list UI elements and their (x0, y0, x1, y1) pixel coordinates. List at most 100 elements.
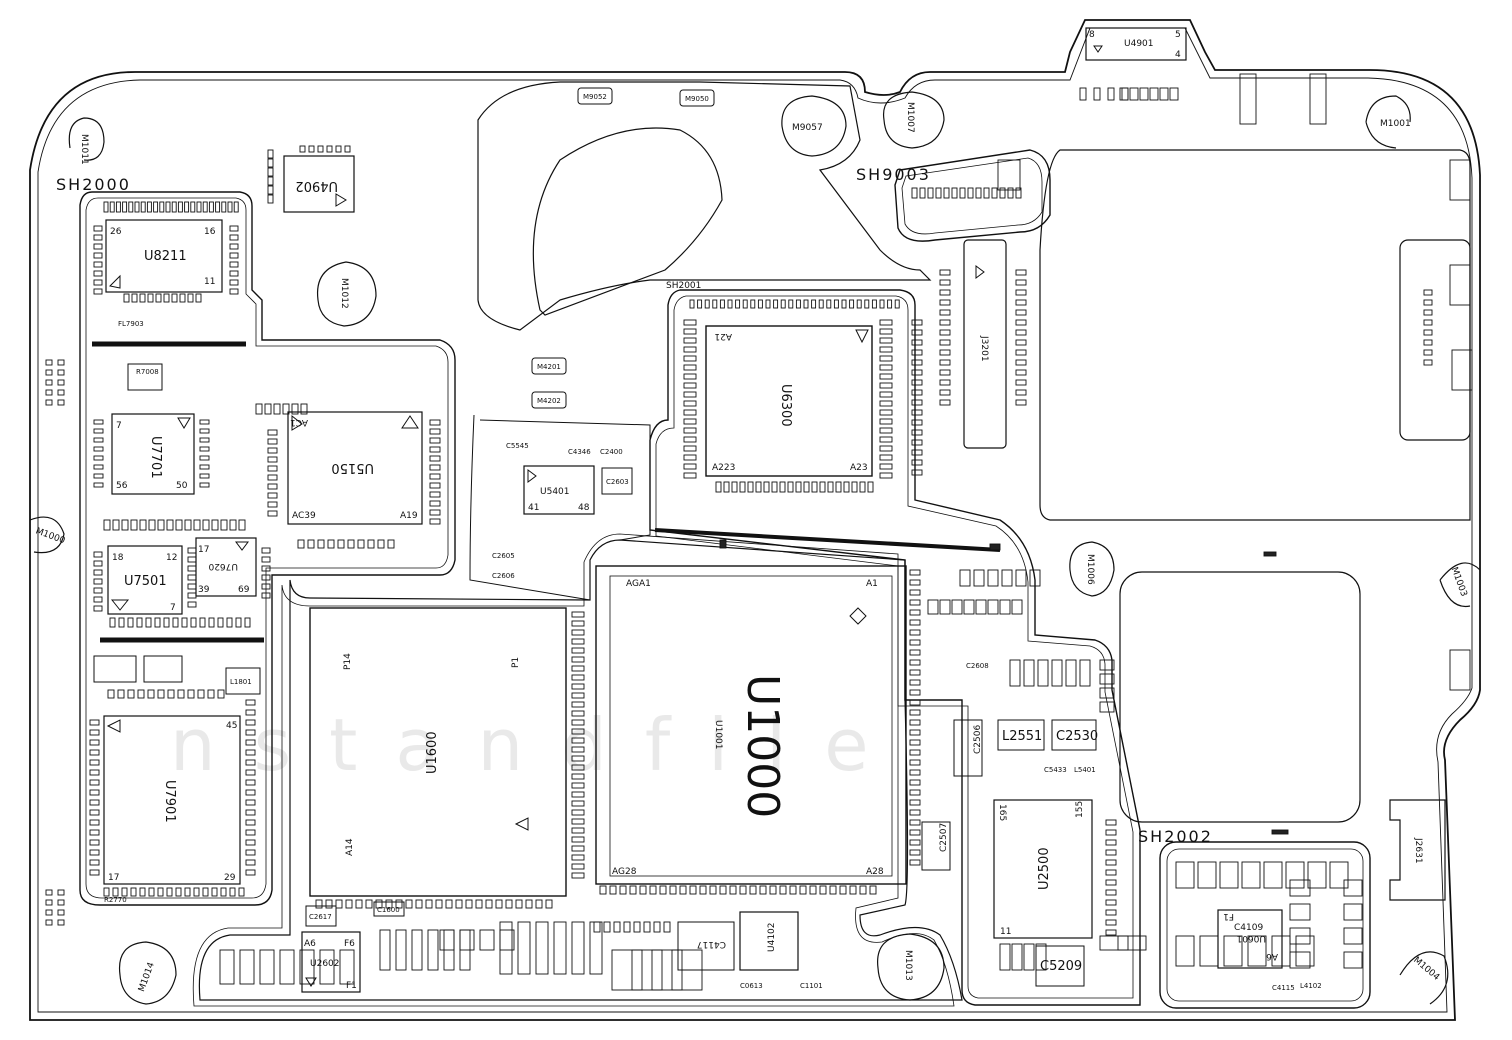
smd-pad (727, 299, 733, 309)
mount-label: M1013 (903, 950, 913, 981)
smd-pad (683, 328, 697, 335)
pin-label: 41 (528, 503, 539, 513)
smd-pad (255, 403, 263, 415)
smd-pad (735, 299, 741, 309)
smd-pad (202, 519, 210, 531)
smd-pad (1343, 927, 1363, 945)
smd-pad (623, 921, 631, 933)
smd-pad (879, 463, 893, 470)
pin-label: A23 (850, 463, 868, 473)
pin-label: 7 (116, 421, 122, 431)
smd-pad (131, 293, 138, 303)
smd-pad (93, 464, 104, 470)
smd-pad (1271, 829, 1289, 835)
smd-pad (909, 719, 921, 726)
smd-pad (445, 899, 453, 909)
smd-pad (643, 921, 651, 933)
smd-pad (887, 299, 893, 309)
smd-pad (879, 299, 885, 309)
smd-pad (571, 638, 585, 645)
smd-pad (879, 346, 893, 353)
smd-pad (999, 187, 1006, 199)
smd-pad (879, 400, 893, 407)
connector-label-j3201: J3201 (979, 335, 989, 362)
smd-pad (1423, 349, 1433, 356)
smd-pad (282, 403, 290, 415)
smd-pad (233, 201, 239, 213)
smd-pad (89, 779, 100, 786)
smd-pad (856, 299, 862, 309)
smd-pad (267, 185, 274, 195)
smd-pad (146, 201, 152, 213)
smd-pad (909, 819, 921, 826)
smd-pad (739, 481, 746, 493)
smd-pad (315, 899, 323, 909)
board-outline (29, 19, 1481, 1021)
smd-pad (911, 459, 923, 466)
smd-pad (1451, 349, 1473, 391)
smd-pad (1105, 929, 1117, 936)
smd-pad (909, 759, 921, 766)
smd-pad (1107, 87, 1115, 101)
smd-pad (335, 899, 343, 909)
pin-label: A1 (866, 579, 878, 589)
smd-pad (226, 617, 233, 628)
smd-pad (911, 449, 923, 456)
smd-pad (795, 481, 802, 493)
smd-pad (629, 885, 637, 895)
smd-pad (193, 887, 200, 897)
smd-pad (911, 319, 923, 326)
smd-pad (909, 839, 921, 846)
smd-pad (261, 565, 271, 572)
smd-pad (683, 472, 697, 479)
smd-pad (337, 539, 345, 549)
smd-pad (267, 492, 278, 499)
smd-components (45, 73, 1473, 991)
smd-pad (93, 560, 103, 567)
mount-label: M1014 (137, 961, 157, 993)
pin-label: A6 (304, 939, 316, 949)
smd-pad (571, 809, 585, 816)
smd-pad (89, 799, 100, 806)
smd-pad (1007, 187, 1014, 199)
smd-pad (93, 482, 104, 488)
smd-pad (1105, 879, 1117, 886)
smd-pad (951, 187, 958, 199)
smd-pad (103, 887, 110, 897)
smd-pad (139, 887, 146, 897)
smd-pad (121, 519, 129, 531)
smd-pad (1343, 951, 1363, 969)
smd-pad (93, 446, 104, 452)
smd-pad (571, 701, 585, 708)
smd-pad (267, 456, 278, 463)
chip-u4901 (1085, 27, 1187, 61)
smd-pad (89, 729, 100, 736)
smd-pad (571, 746, 585, 753)
smd-pad (245, 759, 256, 766)
smd-pad (987, 599, 999, 615)
smd-pad (571, 921, 585, 975)
smd-pad (779, 885, 787, 895)
smd-pad (57, 399, 65, 406)
smd-pad (909, 799, 921, 806)
chip-u2500 (993, 799, 1093, 939)
smd-pad (317, 145, 324, 153)
smd-pad (103, 519, 111, 531)
display-notch (1399, 239, 1471, 441)
smd-pad (1219, 861, 1239, 889)
smd-pad (1197, 861, 1217, 889)
smd-pad (128, 201, 134, 213)
smd-pad (669, 885, 677, 895)
smd-pad (742, 299, 748, 309)
smd-pad (187, 565, 197, 572)
smd-pad (157, 689, 165, 699)
smd-pad (765, 299, 771, 309)
pin-label: 155 (1075, 801, 1085, 818)
smd-pad (220, 887, 227, 897)
part-label: C2603 (606, 478, 629, 486)
smd-pad (809, 885, 817, 895)
smd-pad (819, 481, 826, 493)
smd-pad (879, 373, 893, 380)
pin-label: A19 (400, 511, 418, 521)
smd-pad (1015, 379, 1027, 386)
